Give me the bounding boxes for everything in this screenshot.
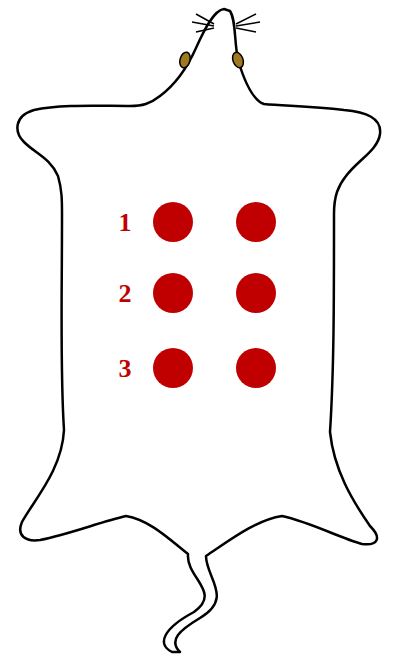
callout-number: 3 xyxy=(119,356,132,382)
injection-site xyxy=(236,273,276,313)
mouse-ear xyxy=(231,51,246,69)
whisker xyxy=(236,28,256,32)
mouse-outline xyxy=(17,9,380,652)
whiskers xyxy=(192,14,260,32)
injection-site xyxy=(153,273,193,313)
injection-site xyxy=(236,202,276,242)
whisker xyxy=(196,28,214,32)
mouse-ear xyxy=(178,51,192,69)
injection-site xyxy=(153,202,193,242)
whisker xyxy=(192,22,214,26)
injection-site xyxy=(236,348,276,388)
whisker xyxy=(236,22,260,26)
injection-sites xyxy=(153,202,276,388)
callout-number: 2 xyxy=(119,281,132,307)
injection-site xyxy=(153,348,193,388)
callout-number: 1 xyxy=(119,210,132,236)
